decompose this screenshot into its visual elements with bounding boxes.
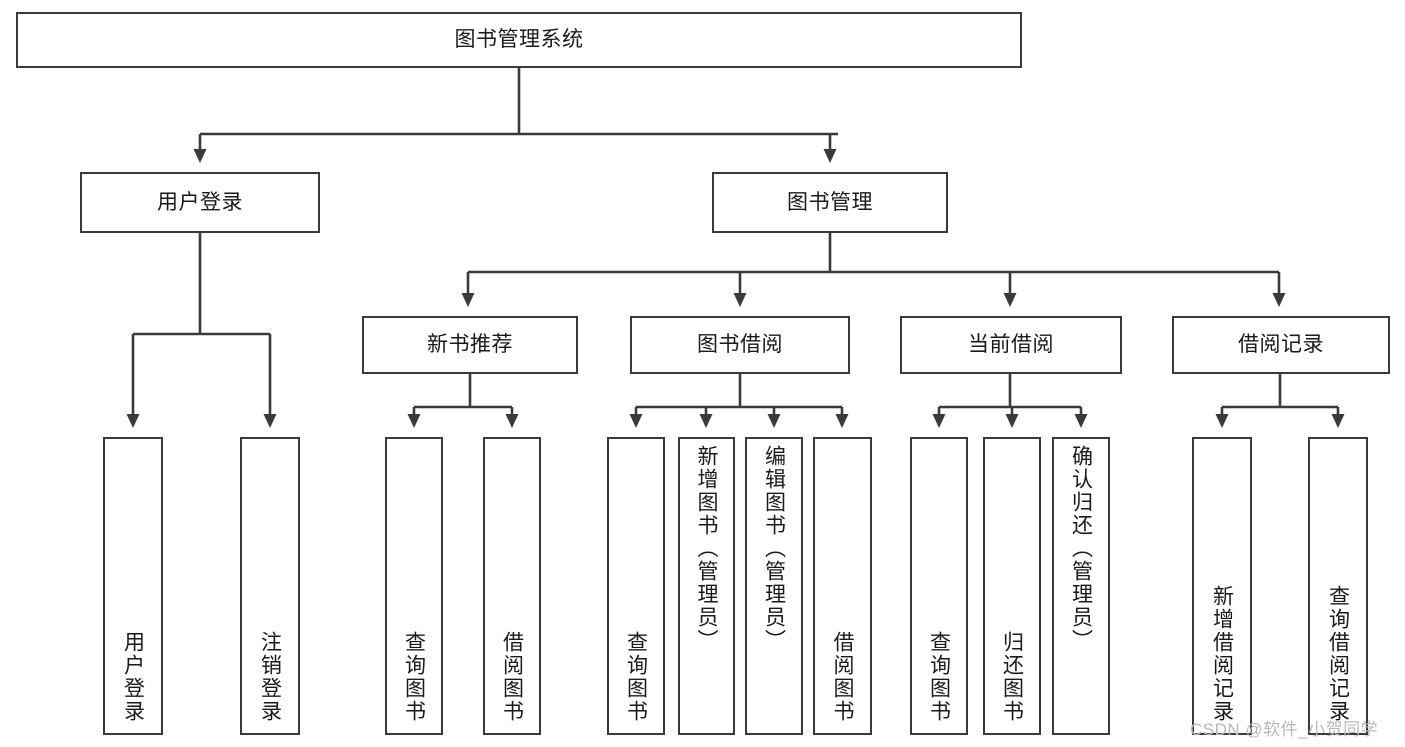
node-borrow-record[interactable]: 借阅记录 [1172, 316, 1390, 374]
arrowhead-borrow-to-2 [699, 414, 713, 428]
node-leaf-query-book-rec[interactable]: 查询图书 [385, 437, 443, 735]
node-leaf-borrow-book[interactable]: 借阅图书 [813, 437, 872, 735]
arrowhead-rec-to-b [505, 414, 519, 428]
node-label: 图书管理 [787, 190, 873, 214]
node-label: 借阅记录 [1238, 333, 1324, 357]
arrowhead-borrow-to-3 [767, 414, 781, 428]
node-book-borrow[interactable]: 图书借阅 [630, 316, 850, 374]
node-label: 注销登录 [258, 631, 282, 723]
node-root-system[interactable]: 图书管理系统 [16, 12, 1022, 68]
node-leaf-query-record[interactable]: 查询借阅记录 [1308, 437, 1368, 735]
arrowhead-root-to-book-mgmt [823, 149, 837, 163]
node-book-manage[interactable]: 图书管理 [712, 172, 948, 233]
node-label: 确认归还（管理员） [1069, 445, 1093, 652]
node-label: 借阅图书 [500, 631, 524, 723]
node-leaf-edit-book[interactable]: 编辑图书（管理员） [745, 437, 803, 735]
arrowhead-bm-to-current [1003, 293, 1017, 307]
node-label: 新增借阅记录 [1210, 585, 1234, 723]
node-current-borrow[interactable]: 当前借阅 [900, 316, 1122, 374]
node-label: 借阅图书 [831, 631, 854, 723]
node-label: 查询图书 [624, 631, 648, 723]
node-label: 新增图书（管理员） [695, 445, 718, 652]
arrowhead-root-to-user-login [193, 149, 207, 163]
arrowhead-cur-to-3 [1074, 414, 1088, 428]
node-leaf-user-logout[interactable]: 注销登录 [240, 437, 300, 735]
node-leaf-confirm-return[interactable]: 确认归还（管理员） [1052, 437, 1110, 735]
arrowhead-rmrec-to-2 [1331, 414, 1345, 428]
arrowhead-bm-to-borrow [733, 293, 747, 307]
arrowhead-borrow-to-4 [835, 414, 849, 428]
node-leaf-query-book[interactable]: 查询图书 [607, 437, 665, 735]
arrowhead-borrow-to-1 [629, 414, 643, 428]
node-leaf-return-book[interactable]: 归还图书 [983, 437, 1041, 735]
arrowhead-login-to-leaf1 [126, 414, 140, 428]
node-label: 归还图书 [1000, 631, 1024, 723]
node-new-book-rec[interactable]: 新书推荐 [362, 316, 578, 374]
arrowhead-cur-to-2 [1005, 414, 1019, 428]
node-leaf-borrow-book-rec[interactable]: 借阅图书 [483, 437, 541, 735]
node-label: 查询图书 [402, 631, 426, 723]
arrowhead-bm-to-rec [461, 293, 475, 307]
node-label: 图书借阅 [697, 333, 783, 357]
node-leaf-add-book[interactable]: 新增图书（管理员） [678, 437, 735, 735]
node-leaf-user-login[interactable]: 用户登录 [103, 437, 163, 735]
node-label: 用户登录 [157, 190, 243, 214]
node-leaf-query-book-cur[interactable]: 查询图书 [910, 437, 968, 735]
node-label: 用户登录 [121, 631, 145, 723]
node-label: 编辑图书（管理员） [762, 445, 786, 652]
arrowhead-login-to-leaf2 [263, 414, 277, 428]
arrowhead-cur-to-1 [932, 414, 946, 428]
arrowhead-rec-to-q [407, 414, 421, 428]
node-label: 新书推荐 [427, 333, 513, 357]
node-label: 查询图书 [927, 631, 951, 723]
node-label: 查询借阅记录 [1326, 585, 1350, 723]
node-user-login[interactable]: 用户登录 [80, 172, 320, 233]
arrowhead-bm-to-record [1272, 293, 1286, 307]
node-label: 当前借阅 [968, 333, 1054, 357]
node-label: 图书管理系统 [454, 28, 584, 52]
node-leaf-add-record[interactable]: 新增借阅记录 [1192, 437, 1252, 735]
connector-group [126, 68, 1345, 428]
arrowhead-rmrec-to-1 [1215, 414, 1229, 428]
